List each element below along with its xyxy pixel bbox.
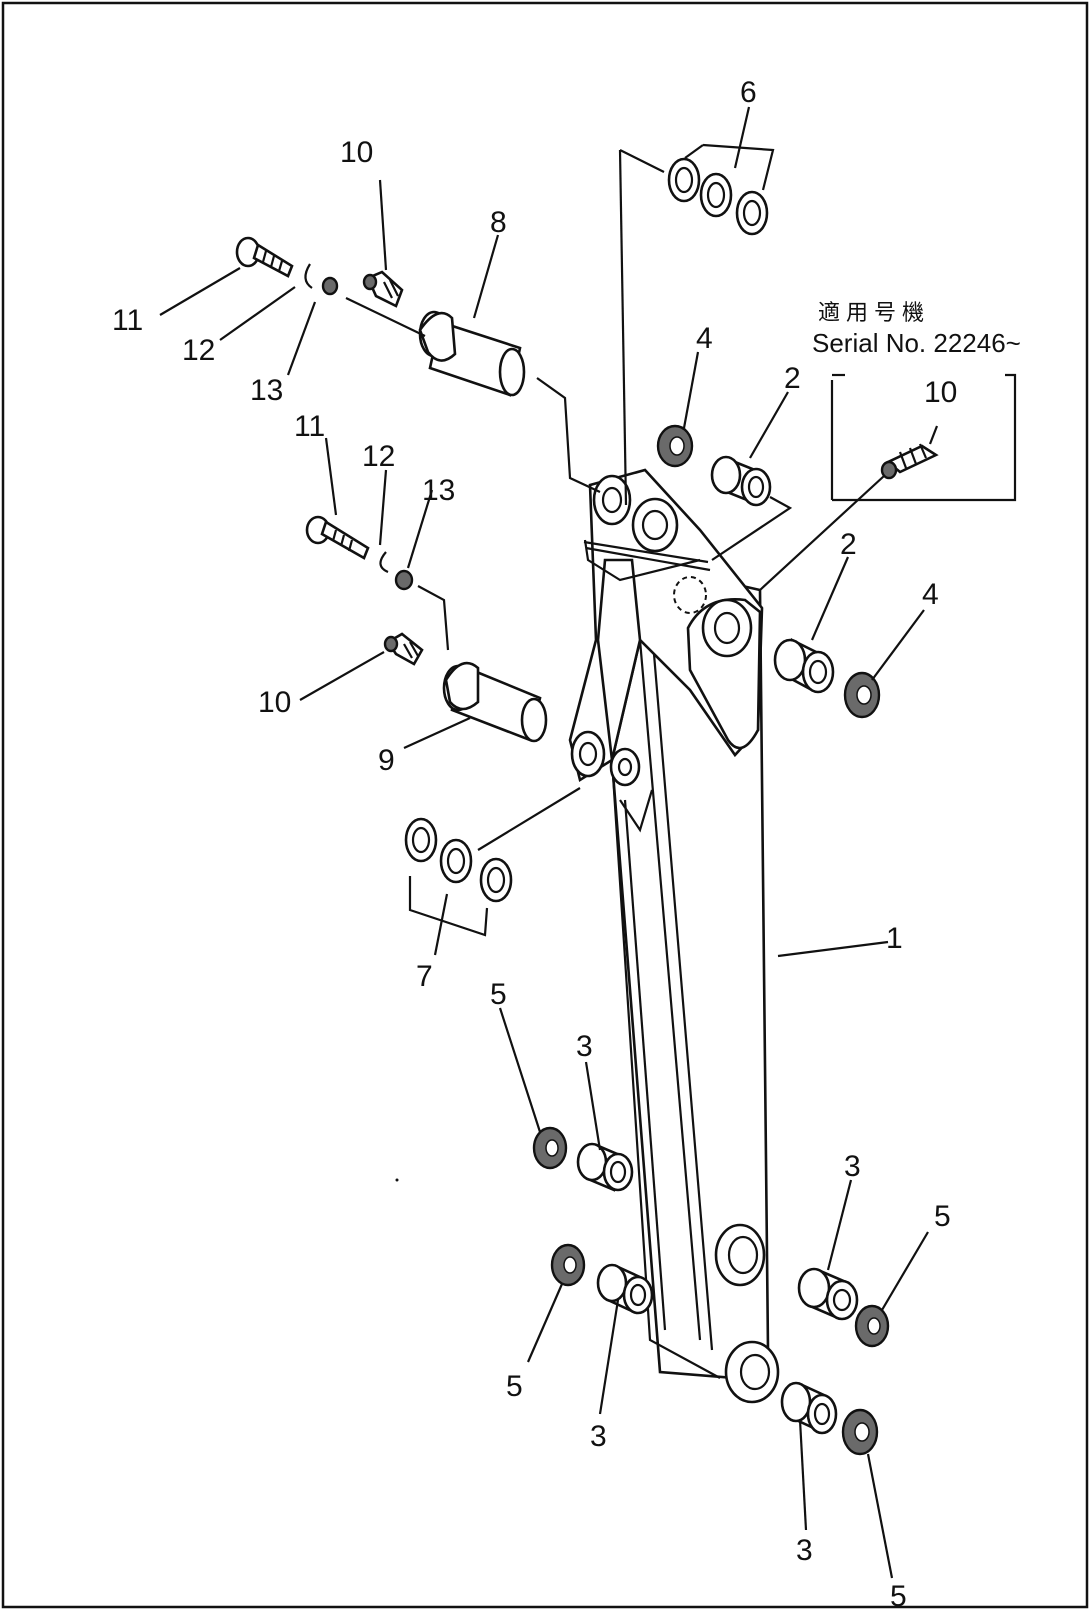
serial-note-number: Serial No. 22246~	[812, 328, 1021, 358]
callout-4-lower: 4	[922, 578, 939, 611]
callout-3-b: 3	[844, 1150, 861, 1183]
seal-4-upper	[656, 424, 694, 468]
callout-13-upper: 13	[250, 374, 283, 407]
callout-3-c: 3	[590, 1420, 607, 1453]
bolt-11-lower	[305, 515, 370, 560]
leader-lines	[159, 179, 929, 1579]
seal-5-c	[854, 1304, 890, 1348]
callout-5-c: 5	[506, 1370, 523, 1403]
bolt-11-upper	[235, 236, 294, 278]
callout-7: 7	[416, 960, 433, 993]
bushing-2-lower	[773, 638, 835, 694]
bushing-2-upper	[710, 455, 772, 507]
callout-5-d: 5	[890, 1580, 907, 1610]
callout-5-b: 5	[934, 1200, 951, 1233]
callout-11-upper: 11	[112, 304, 143, 337]
callout-13-lower: 13	[422, 474, 455, 507]
bushing-3-c	[797, 1267, 859, 1321]
grease-fitting-10-upper	[362, 270, 404, 308]
shims-6	[618, 106, 775, 506]
pin-8	[418, 310, 526, 397]
serial-note-box	[759, 373, 1017, 591]
serial-note-heading: 適用号機	[818, 300, 930, 325]
washer-12-upper	[304, 263, 313, 289]
callout-12-upper: 12	[182, 334, 215, 367]
callout-6: 6	[740, 76, 757, 109]
callout-4-upper: 4	[696, 322, 713, 355]
callout-10-upper: 10	[340, 136, 373, 169]
plate-13-upper	[321, 276, 339, 296]
callout-3-d: 3	[796, 1534, 813, 1567]
callout-9: 9	[378, 744, 395, 777]
callout-11-lower: 11	[294, 410, 325, 443]
callout-10-box: 10	[924, 376, 957, 409]
callout-labels: 6 10 8 11 12 13 4 2 10 11 12 13 2 4 10 9…	[112, 76, 957, 1610]
callout-3-a: 3	[576, 1030, 593, 1063]
grease-fitting-10-lower	[383, 632, 424, 666]
callout-5-a: 5	[490, 978, 507, 1011]
callout-8: 8	[490, 206, 507, 239]
bushing-3-b	[596, 1263, 654, 1315]
washer-12-lower	[379, 551, 389, 574]
seal-4-lower	[843, 671, 881, 719]
callout-12-lower: 12	[362, 440, 395, 473]
shims-7	[404, 787, 581, 956]
plate-13-lower	[394, 569, 414, 591]
pin-9	[442, 661, 548, 743]
callout-1: 1	[886, 922, 903, 955]
seal-5-a	[532, 1126, 568, 1170]
arm-body	[568, 468, 780, 1404]
callout-10-lower: 10	[258, 686, 291, 719]
seal-5-d	[841, 1408, 879, 1456]
bushing-3-a	[576, 1142, 634, 1192]
seal-5-b	[550, 1243, 586, 1287]
bushing-3-d	[780, 1381, 838, 1435]
callout-2-upper: 2	[784, 362, 801, 395]
callout-2-lower: 2	[840, 528, 857, 561]
